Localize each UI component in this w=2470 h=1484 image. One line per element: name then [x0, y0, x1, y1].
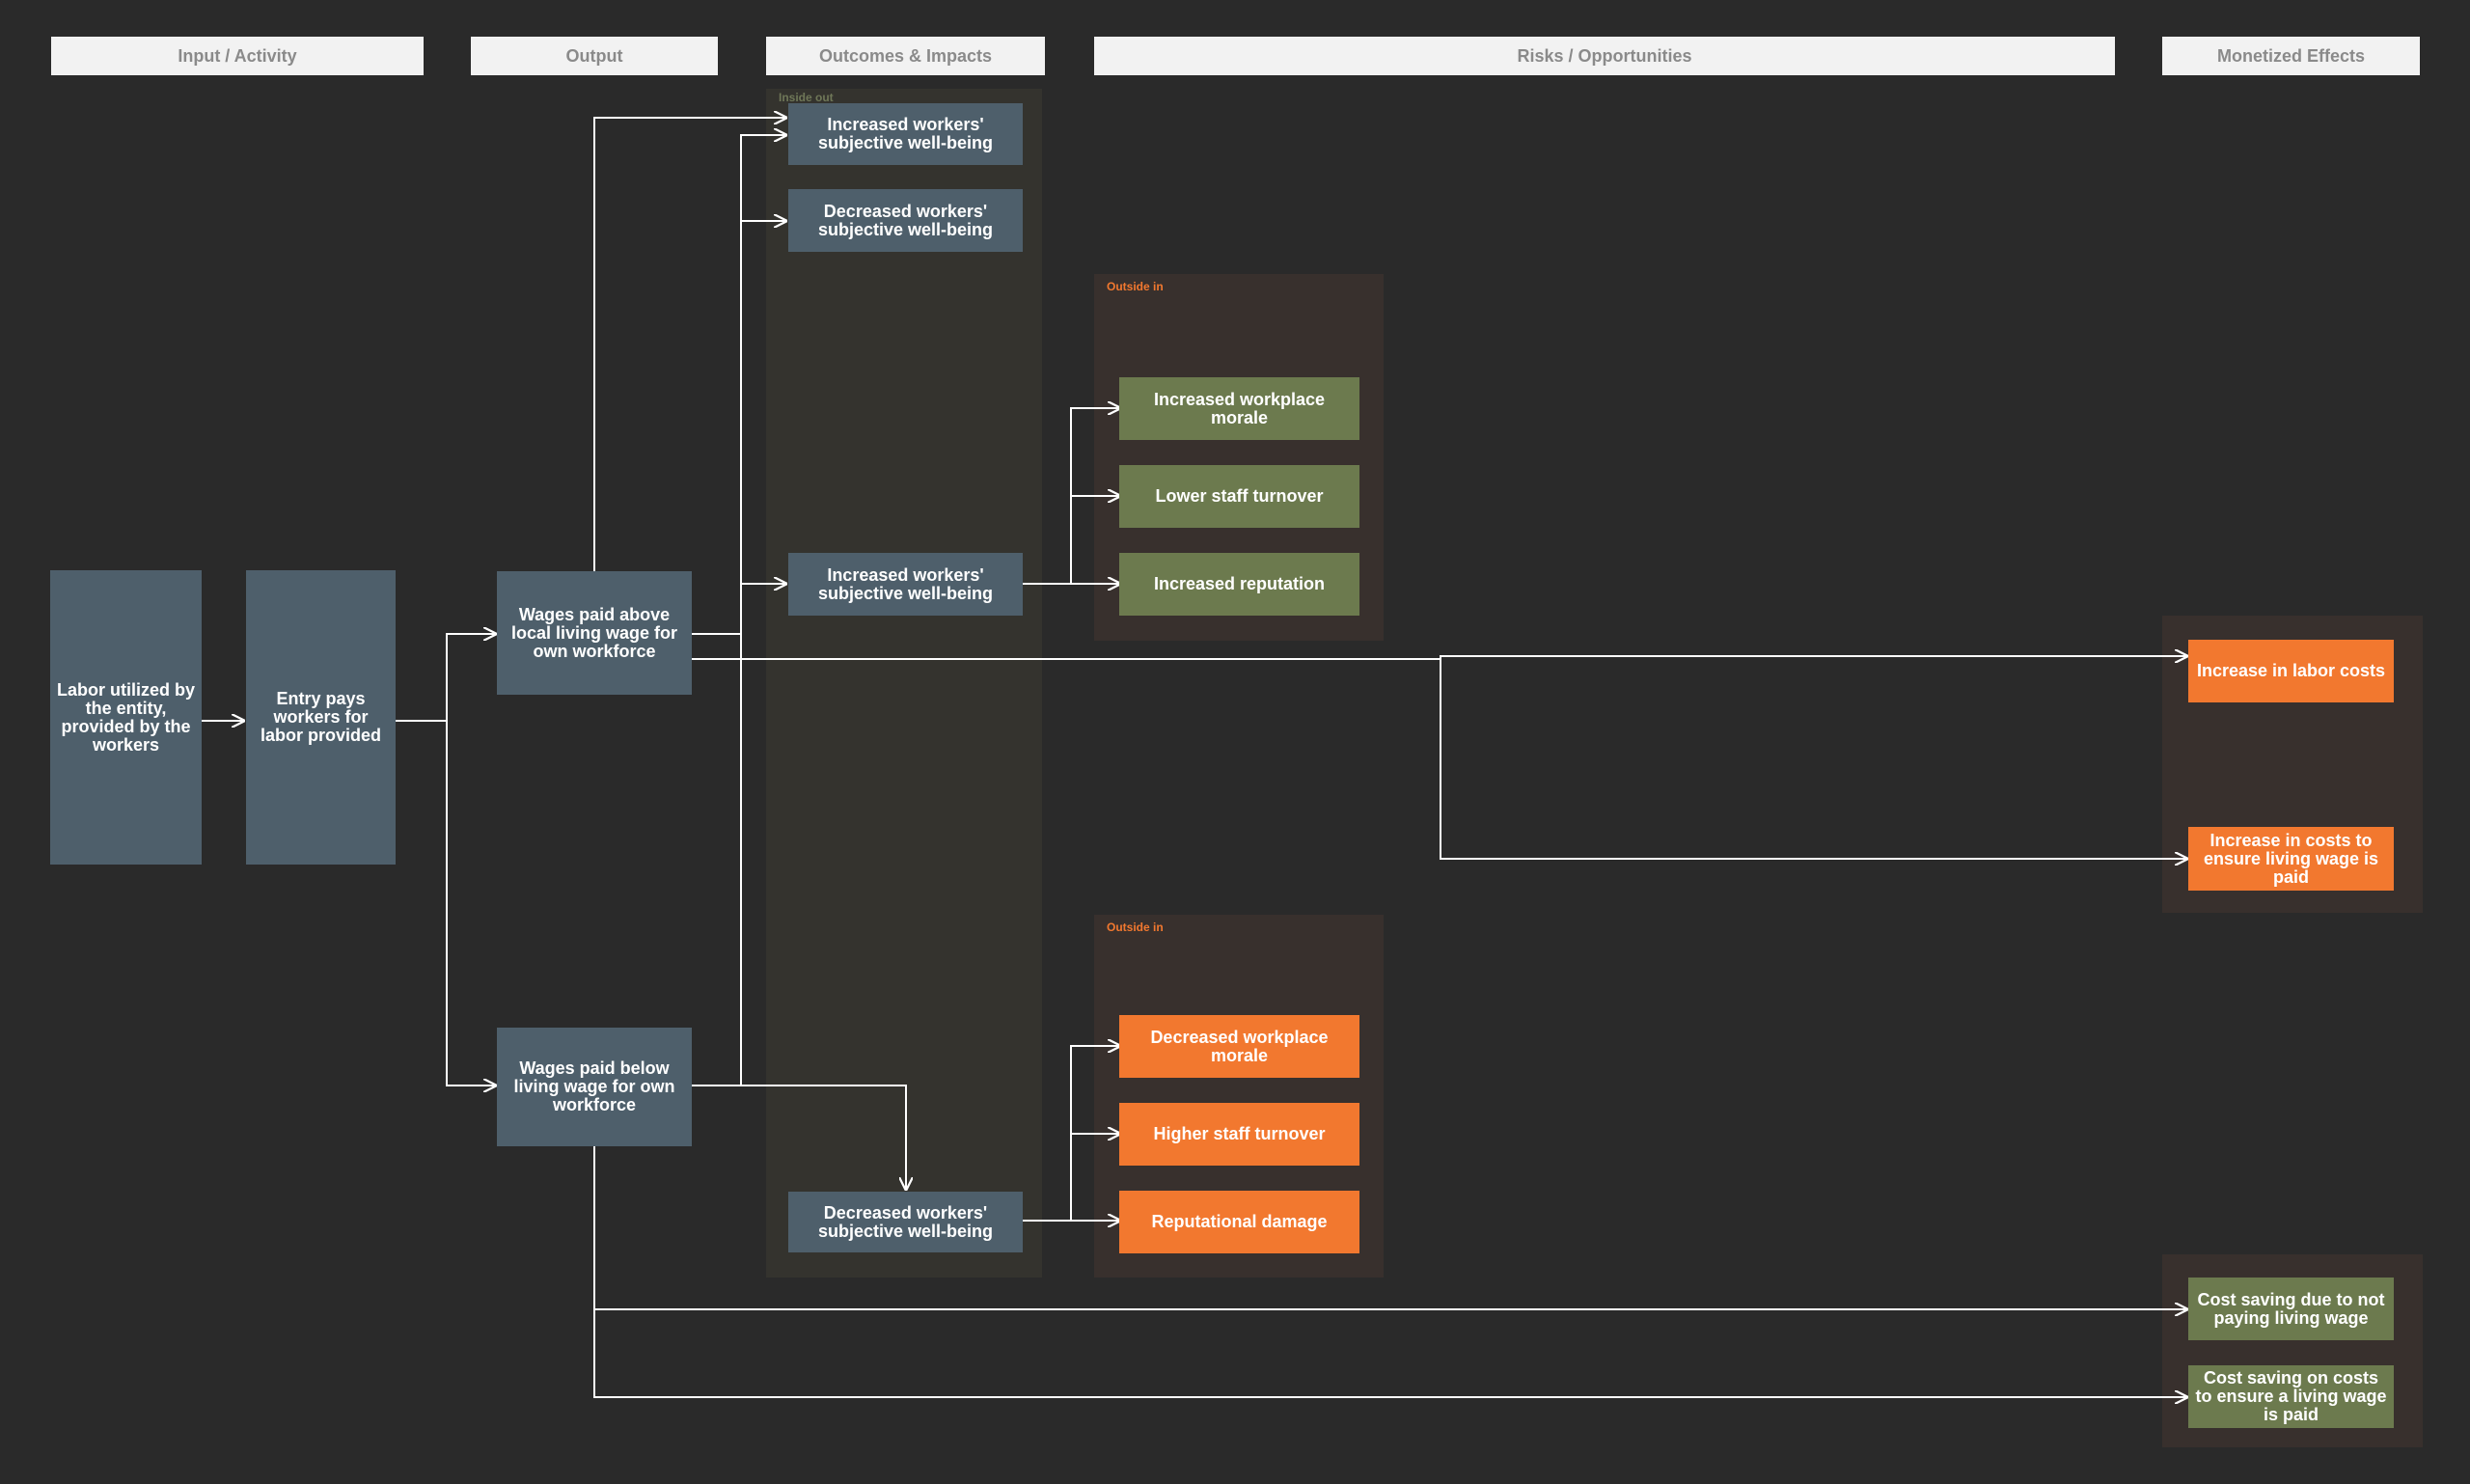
- node-increased-wellbeing-1: Increased workers' subjective well-being: [788, 103, 1023, 165]
- node-wages-below-living-wage: Wages paid below living wage for own wor…: [497, 1028, 692, 1146]
- node-labor-utilized: Labor utilized by the entity, provided b…: [50, 570, 202, 865]
- node-lower-staff-turnover: Lower staff turnover: [1119, 465, 1359, 528]
- header-output: Output: [471, 37, 718, 75]
- node-decreased-workplace-morale: Decreased workplace morale: [1119, 1015, 1359, 1078]
- outside-in-label-bottom: Outside in: [1107, 921, 1164, 934]
- inside-out-label: Inside out: [779, 91, 834, 104]
- outside-in-label-top: Outside in: [1107, 280, 1164, 293]
- node-increased-wellbeing-2: Increased workers' subjective well-being: [788, 553, 1023, 616]
- header-monetized-effects: Monetized Effects: [2162, 37, 2420, 75]
- node-increase-living-wage-costs: Increase in costs to ensure living wage …: [2188, 827, 2394, 891]
- node-increased-reputation: Increased reputation: [1119, 553, 1359, 616]
- node-entry-pays-workers: Entry pays workers for labor provided: [246, 570, 396, 865]
- header-input-activity: Input / Activity: [51, 37, 424, 75]
- header-risks-opportunities: Risks / Opportunities: [1094, 37, 2115, 75]
- header-outcomes-impacts: Outcomes & Impacts: [766, 37, 1045, 75]
- node-cost-saving-ensure-living-wage: Cost saving on costs to ensure a living …: [2188, 1365, 2394, 1428]
- node-reputational-damage: Reputational damage: [1119, 1191, 1359, 1253]
- inside-out-panel: Inside out: [766, 89, 1042, 1278]
- node-wages-above-living-wage: Wages paid above local living wage for o…: [497, 571, 692, 695]
- node-decreased-wellbeing-1: Decreased workers' subjective well-being: [788, 189, 1023, 252]
- node-cost-saving-not-paying: Cost saving due to not paying living wag…: [2188, 1278, 2394, 1340]
- node-increased-workplace-morale: Increased workplace morale: [1119, 377, 1359, 440]
- node-increase-labor-costs: Increase in labor costs: [2188, 640, 2394, 702]
- node-decreased-wellbeing-2: Decreased workers' subjective well-being: [788, 1192, 1023, 1252]
- node-higher-staff-turnover: Higher staff turnover: [1119, 1103, 1359, 1166]
